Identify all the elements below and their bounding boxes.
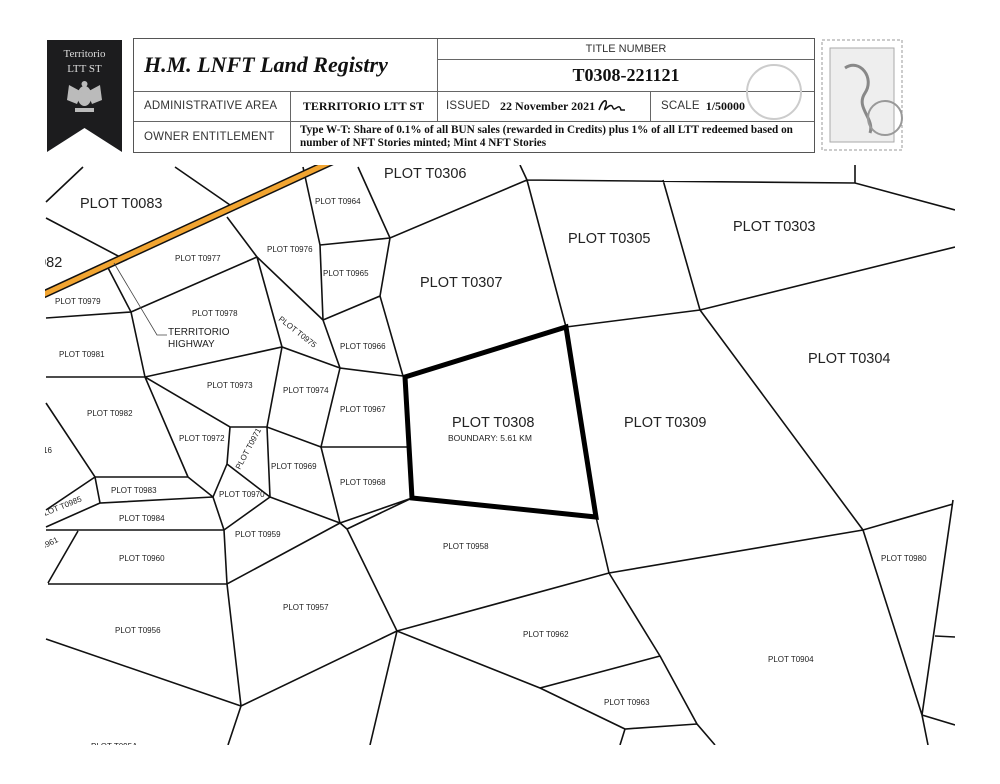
plot-label: PLOT T0977 <box>175 254 221 263</box>
plot-label: PLOT T0956 <box>115 626 161 635</box>
plot-label: PLOT T0979 <box>55 297 101 306</box>
plot-label: PLOT T0959 <box>235 530 281 539</box>
plot-label: PLOT T0307 <box>420 275 503 291</box>
owner-entitlement-label: OWNER ENTITLEMENT <box>144 131 275 143</box>
plot-label: PLOT T0962 <box>523 630 569 639</box>
plot-label: PLOT T0957 <box>283 603 329 612</box>
issued-date: 22 November 2021 <box>500 98 596 113</box>
plot-label: PLOT T0966 <box>340 342 386 351</box>
highway-label: TERRITORIO <box>168 327 230 338</box>
plot-label: PLOT T0968 <box>340 478 386 487</box>
official-seal-icon <box>746 64 802 120</box>
plot-label: 0082 <box>30 255 62 271</box>
plot-label: PLOT T0958 <box>443 542 489 551</box>
plot-label: PLOT T0973 <box>207 381 253 390</box>
plot-label: PLOT T0960 <box>119 554 165 563</box>
registry-header-table: H.M. LNFT Land Registry TITLE NUMBER T03… <box>133 38 815 153</box>
plot-label: PLOT T0981 <box>59 350 105 359</box>
plot-label: PLOT T0969 <box>271 462 317 471</box>
owner-entitlement-value: Type W-T: Share of 0.1% of all BUN sales… <box>300 124 793 149</box>
plot-label: PLOT T0305 <box>568 231 651 247</box>
selected-plot-boundary: BOUNDARY: 5.61 KM <box>448 433 532 443</box>
plot-label: PLOT T0976 <box>267 245 313 254</box>
issued-field: ISSUED 22 November 2021 <box>438 91 650 121</box>
plot-label: PLOT T0304 <box>808 351 891 367</box>
plot-label: PLOT T0965 <box>323 269 369 278</box>
logo-text-ltt-st: LTT ST <box>67 63 102 75</box>
postage-stamp-icon <box>820 38 904 152</box>
territorio-highway <box>45 165 334 299</box>
plot-label: PLOT T0975 <box>277 314 319 349</box>
plot-label: PLOT T0964 <box>315 197 361 206</box>
selected-plot-label: PLOT T0308 <box>452 415 535 431</box>
plot-label: PLOT T0970 <box>219 490 265 499</box>
plot-label: PLOT T0967 <box>340 405 386 414</box>
plot-label: PLOT T0980 <box>881 554 927 563</box>
plot-label: PLOT T0972 <box>179 434 225 443</box>
plot-label: PLOT T095A <box>91 742 138 751</box>
admin-area-value: TERRITORIO LTT ST <box>302 98 425 113</box>
plot-label: PLOT T0984 <box>119 514 165 523</box>
highway-label: HIGHWAY <box>168 339 215 350</box>
registry-title: H.M. LNFT Land Registry <box>144 52 388 77</box>
plot-label: PLOT T0306 <box>384 166 467 182</box>
plot-label: PLOT T0978 <box>192 309 238 318</box>
plot-label: PLOT T0974 <box>283 386 329 395</box>
admin-area-label: ADMINISTRATIVE AREA <box>144 100 278 112</box>
plot-label: PLOT T0983 <box>111 486 157 495</box>
scale-field: SCALE 1/50000 <box>651 91 814 121</box>
plot-label: PLOT T0963 <box>604 698 650 707</box>
logo-text-territorio: Territorio <box>64 48 106 60</box>
plot-label: PLOT T0904 <box>768 655 814 664</box>
plot-label: PLOT T0309 <box>624 415 707 431</box>
plot-label: PLOT T0971 <box>234 426 264 471</box>
plot-boundaries <box>45 165 955 745</box>
title-number-label: TITLE NUMBER <box>585 43 667 55</box>
scale-label: SCALE <box>661 100 700 112</box>
plot-label: PLOT T0083 <box>80 196 163 212</box>
territorio-logo-banner: Territorio LTT ST <box>47 40 122 152</box>
selected-plot-t0308[interactable] <box>402 323 599 520</box>
scale-value: 1/50000 <box>705 98 746 113</box>
plot-label: J961 <box>40 535 60 551</box>
plot-label: PLOT T0303 <box>733 219 816 235</box>
title-number: T0308-221121 <box>572 64 680 85</box>
issued-label: ISSUED <box>446 100 491 112</box>
plot-label: PLOT T0982 <box>87 409 133 418</box>
eagle-emblem-icon <box>67 81 102 112</box>
highway-leader-line <box>113 262 167 336</box>
plot-label: 16 <box>43 446 52 455</box>
signature-icon <box>598 100 626 111</box>
